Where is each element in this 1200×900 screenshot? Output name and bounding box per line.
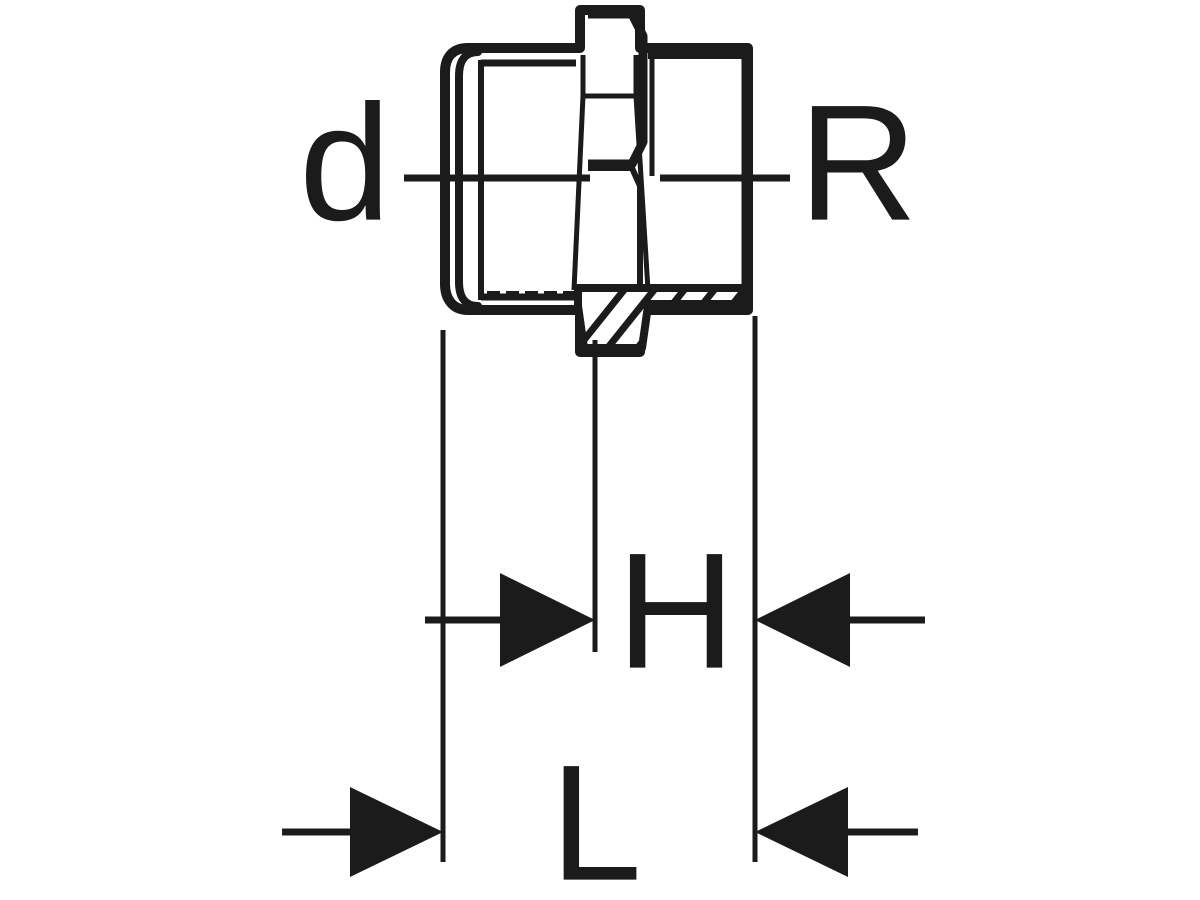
hatch-line [587,288,673,348]
hatch-line [578,288,643,348]
hex-nut-lower-outline [588,165,643,303]
fitting-body-group [440,5,753,357]
fitting-outer-outline [440,5,753,357]
dimension-L-group: L [282,731,918,900]
hex-chamfer-line-lower-left [571,95,586,291]
extension-lines-group [440,316,758,862]
callout-R-group: R [798,71,917,255]
callout-d-label: d [299,71,391,255]
dimension-H-right-arrowhead [755,573,850,667]
dimension-H-group: H [425,519,925,703]
dimension-H-left-arrowhead [500,573,595,667]
callout-d-group: d [299,71,391,255]
callout-R-label: R [798,71,917,255]
dimension-H-label: H [616,519,735,703]
dimension-L-right-arrowhead [755,787,848,877]
dimension-L-left-arrowhead [350,787,443,877]
hex-nut-outline [588,9,648,169]
dimension-L-label: L [550,731,642,900]
hex-chamfer-line-lower-right [633,95,651,291]
